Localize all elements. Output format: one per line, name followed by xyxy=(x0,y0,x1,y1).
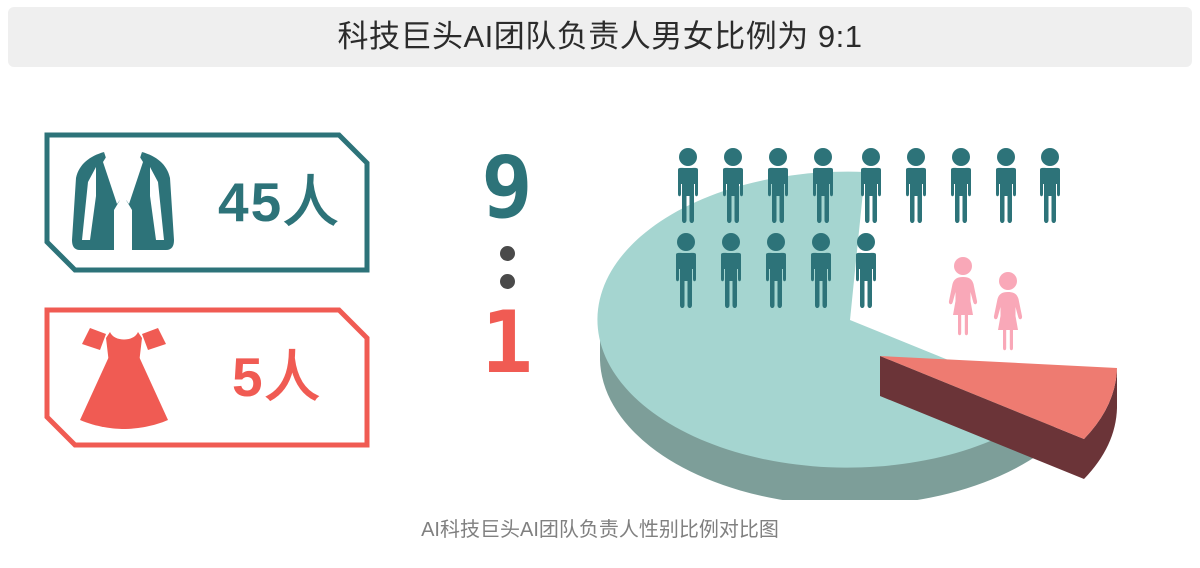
chart-caption: AI科技巨头AI团队负责人性别比例对比图 xyxy=(421,519,779,541)
pie-side-teal xyxy=(600,320,1054,500)
ratio-dot-bottom xyxy=(499,273,515,289)
ratio-female-number: 1 xyxy=(481,292,533,393)
pictogram-row-female-1 xyxy=(948,257,1023,351)
stat-card-male: 45人 xyxy=(42,130,372,275)
card-value-female: 5人 xyxy=(232,346,322,408)
title-bar: 科技巨头AI团队负责人男女比例为 9:1 xyxy=(8,7,1192,67)
pie-chart-3d xyxy=(580,120,1120,500)
card-value-male: 45人 xyxy=(218,171,341,233)
ratio-dot-top xyxy=(499,245,515,261)
pictogram-row-male-1 xyxy=(678,148,1060,223)
ratio-separator-colon xyxy=(452,245,562,289)
pie-side-coral xyxy=(880,356,1117,479)
dress-icon xyxy=(72,316,176,439)
stat-card-female: 5人 xyxy=(42,305,372,450)
pie-top-coral xyxy=(880,356,1117,439)
ratio-male-number: 9 xyxy=(481,138,533,238)
page-title: 科技巨头AI团队负责人男女比例为 9:1 xyxy=(337,19,863,54)
ratio-block: 9 1 xyxy=(452,138,562,428)
suit-jacket-icon xyxy=(70,144,176,261)
